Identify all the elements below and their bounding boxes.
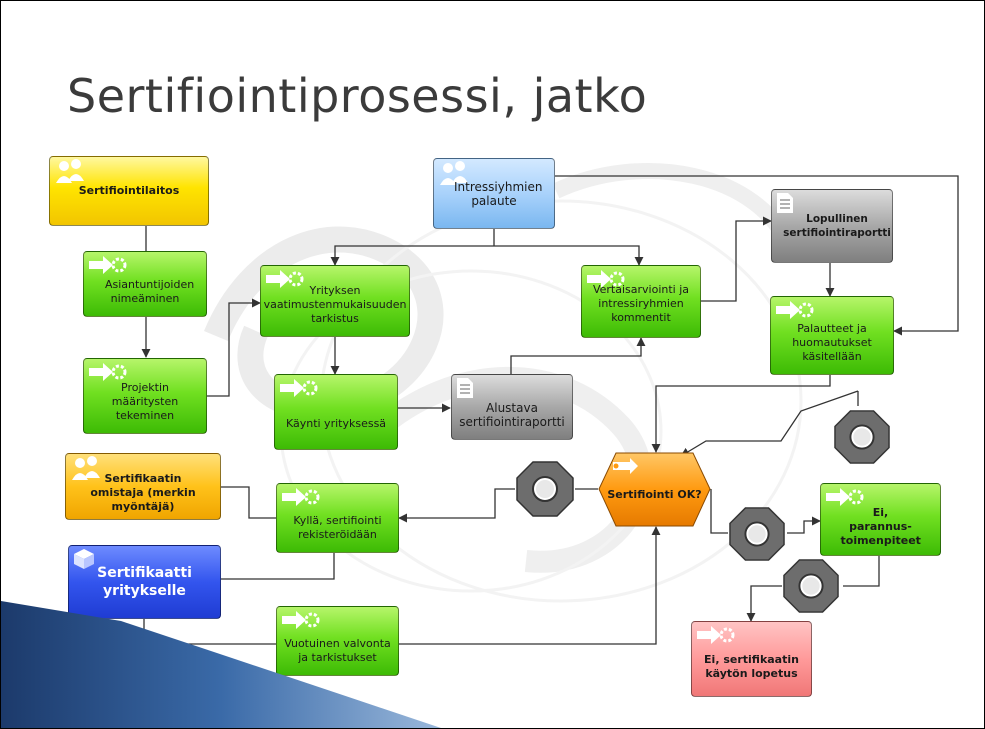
node-vertais-label: Vertaisarviointi ja intressiryhmien komm… [592, 283, 690, 324]
node-kylla[interactable]: Kyllä, sertifiointi rekisteröidään [276, 483, 399, 553]
gear-arrow-icon [776, 301, 814, 319]
node-valvonta-label: Vuotuinen valvonta ja tarkistukset [284, 637, 391, 664]
cube-icon [74, 549, 94, 569]
node-sertifiointilaitos[interactable]: Sertifiointilaitos [49, 156, 209, 226]
node-vertais[interactable]: Vertaisarviointi ja intressiryhmien komm… [581, 265, 701, 338]
node-asiantuntijat[interactable]: Asiantuntijoiden nimeäminen [83, 251, 207, 317]
node-lopetus[interactable]: Ei, sertifikaatin käytön lopetus [691, 621, 812, 697]
gateway-improve[interactable] [728, 506, 786, 562]
node-asiantuntijat-label: Asiantuntijoiden nimeäminen [105, 278, 195, 305]
node-alustava[interactable]: Alustava sertifiointiraportti [451, 374, 573, 440]
node-palautteet[interactable]: Palautteet ja huomautukset käsitellään [770, 296, 894, 375]
node-sertifiointilaitos-label: Sertifiointilaitos [78, 184, 180, 197]
gear-arrow-icon [266, 270, 304, 288]
node-intressi-label: Intressiyhmien palaute [454, 179, 543, 208]
node-lopetus-label: Ei, sertifikaatin käytön lopetus [704, 653, 799, 680]
gear-arrow-icon [826, 488, 864, 506]
node-valvonta[interactable]: Vuotuinen valvonta ja tarkistukset [276, 606, 399, 676]
start-event-icon [613, 458, 638, 474]
document-icon [457, 378, 473, 398]
node-lopullinen-label: Lopullinen sertifiointiraportti [783, 213, 891, 239]
node-sertifiointi-ok-label: Sertifiointi OK? [607, 487, 702, 501]
gear-arrow-icon [89, 363, 127, 381]
decision-shape [598, 452, 711, 527]
gear-arrow-icon [89, 256, 127, 274]
node-palautteet-label: Palautteet ja huomautukset käsitellään [792, 322, 872, 363]
document-icon [777, 193, 793, 213]
slide-title: Sertifiointiprosessi, jatko [67, 69, 648, 123]
node-intressi[interactable]: Intressiyhmien palaute [433, 158, 555, 229]
node-projekti[interactable]: Projektin määritysten tekeminen [83, 358, 207, 434]
node-omistaja[interactable]: Sertifikaatin omistaja (merkin myöntäjä) [65, 453, 221, 520]
node-kaynti[interactable]: Käynti yrityksessä [274, 374, 398, 450]
node-parannus[interactable]: Ei, parannus- toimenpiteet [820, 483, 941, 556]
gear-arrow-icon [282, 611, 320, 629]
node-parannus-label: Ei, parannus- toimenpiteet [840, 505, 921, 547]
gear-arrow-icon [697, 626, 735, 644]
people-icon [440, 161, 468, 185]
people-icon [56, 159, 84, 183]
node-projekti-label: Projektin määritysten tekeminen [111, 381, 179, 422]
gear-arrow-icon [587, 270, 625, 288]
node-omistaja-label: Sertifikaatin omistaja (merkin myöntäjä) [90, 471, 196, 513]
people-icon [72, 456, 100, 480]
node-alustava-label: Alustava sertifiointiraportti [459, 401, 565, 429]
node-vaatimukset[interactable]: Yrityksen vaatimustenmukaisuuden tarkist… [260, 265, 410, 337]
gateway-terminate[interactable] [782, 558, 840, 614]
node-sertifikaatti-label: Sertifikaatti yritykselle [97, 565, 192, 599]
gear-arrow-icon [280, 379, 318, 397]
node-vaatimukset-label: Yrityksen vaatimustenmukaisuuden tarkist… [263, 284, 407, 325]
gateway-yes[interactable] [515, 460, 575, 518]
node-lopullinen[interactable]: Lopullinen sertifiointiraportti [771, 189, 893, 263]
node-sertifiointi-ok[interactable]: Sertifiointi OK? [598, 452, 711, 527]
node-kaynti-label: Käynti yrityksessä [285, 417, 387, 430]
decorative-swoosh [1, 601, 441, 728]
node-sertifikaatti[interactable]: Sertifikaatti yritykselle [68, 545, 221, 619]
gateway-loop[interactable] [833, 409, 891, 465]
gear-arrow-icon [282, 488, 320, 506]
node-kylla-label: Kyllä, sertifiointi rekisteröidään [293, 514, 382, 541]
